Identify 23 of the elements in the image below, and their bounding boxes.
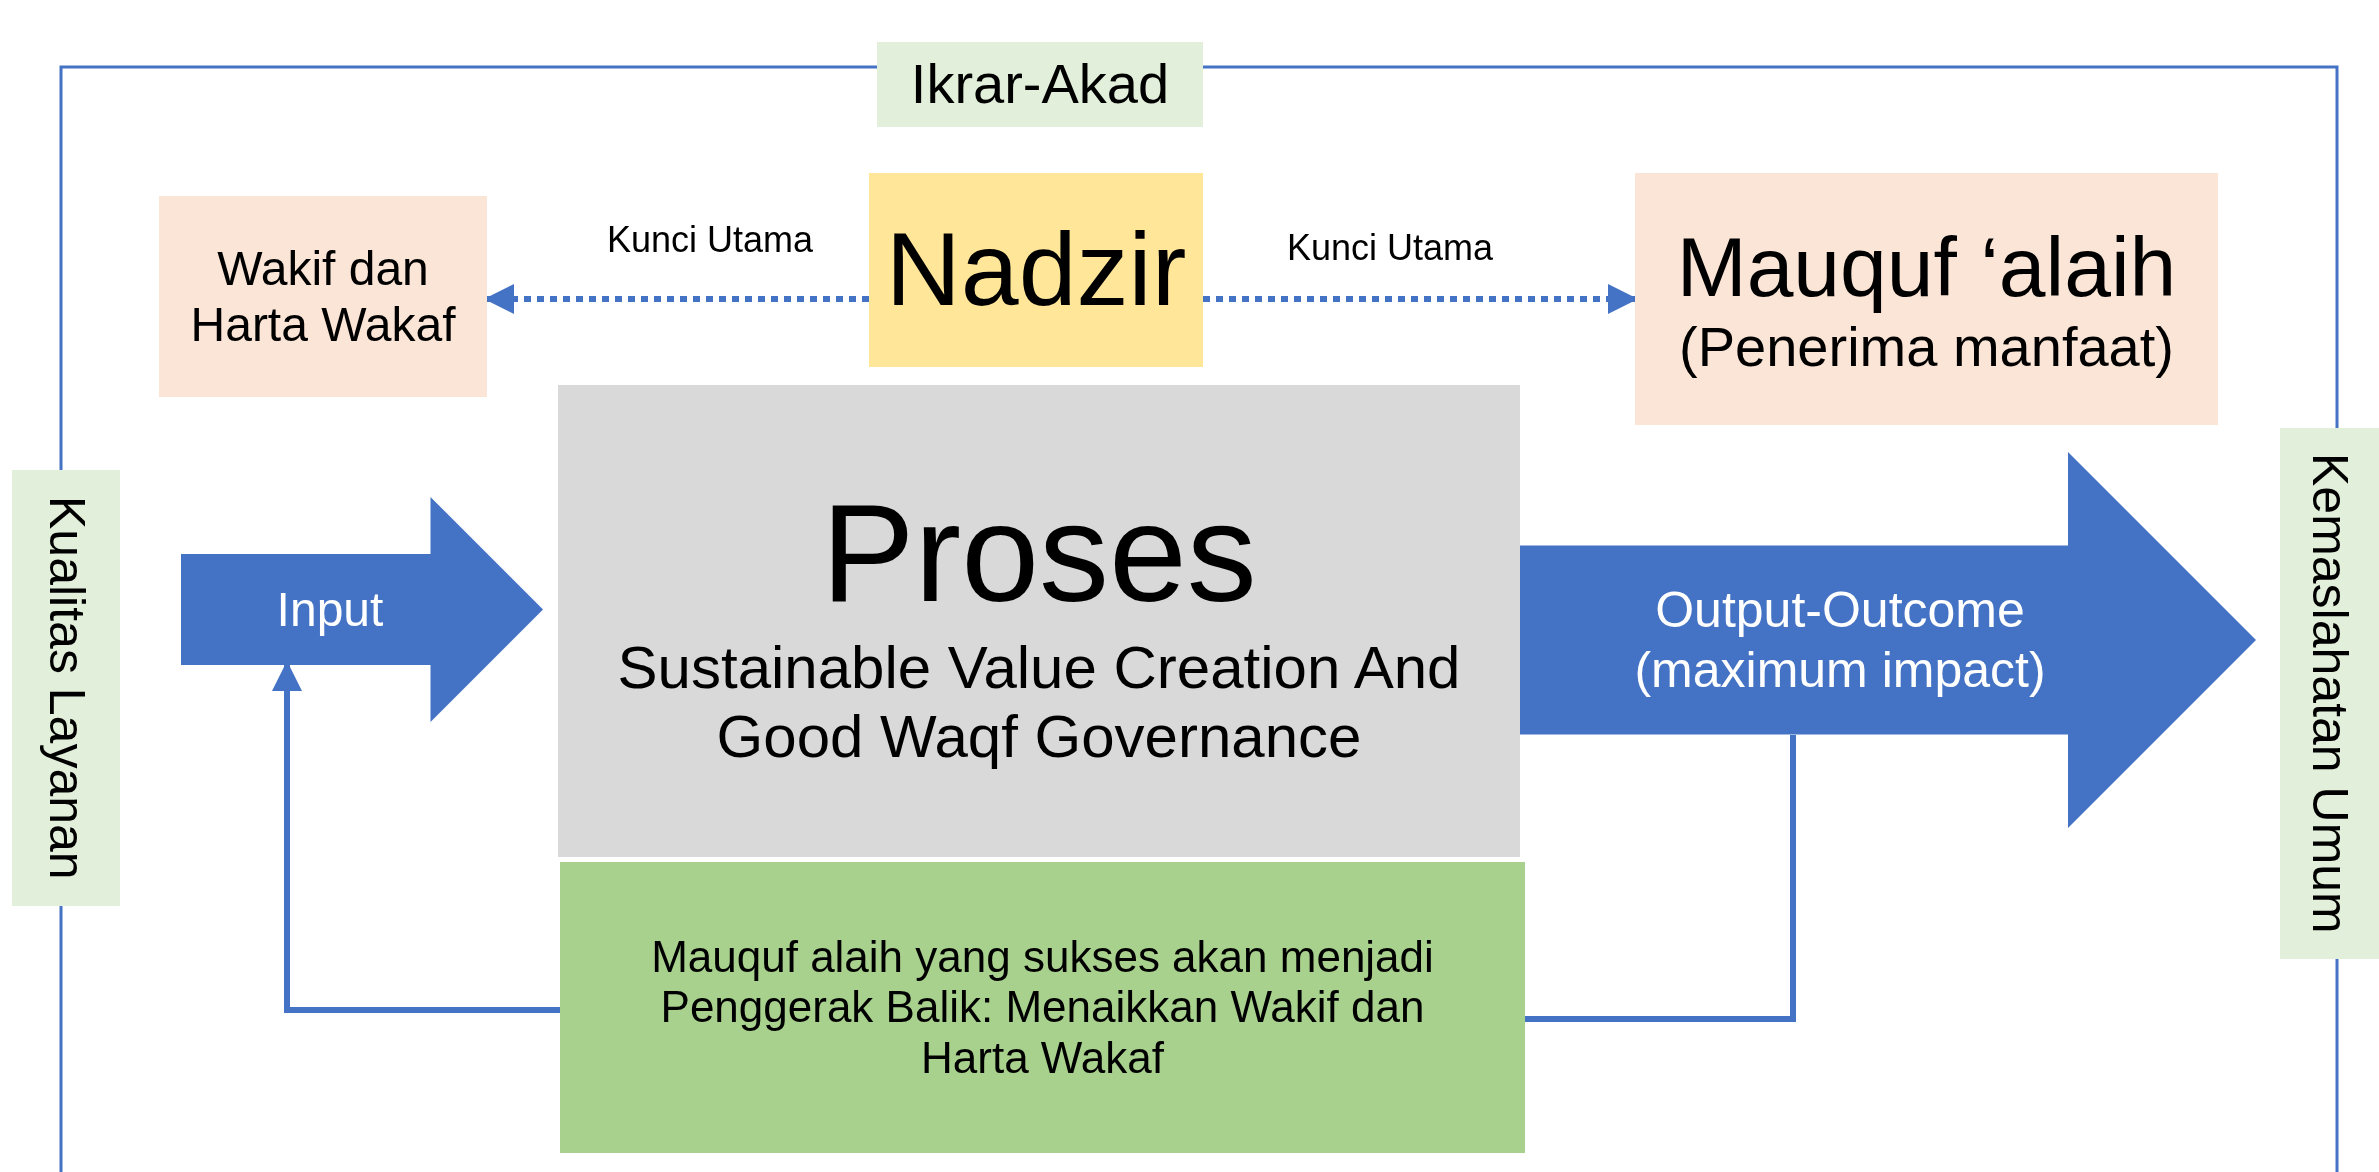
process-box	[558, 385, 1520, 857]
side-label-box	[12, 470, 120, 906]
arrow-label: Input	[276, 581, 384, 638]
connector-line	[1525, 735, 1796, 1022]
node-title: Wakif dan Harta Wakaf	[189, 241, 457, 352]
side-label-box	[2280, 428, 2379, 959]
feedback-box	[560, 862, 1525, 1153]
block-arrow	[181, 497, 543, 722]
node-title: Mauquf alaih yang sukses akan menjadi Penggerak Balik: Menaikkan Wakif dan Harta Wakaf	[650, 931, 1435, 1084]
node-title: Kemaslahatan Umum	[2301, 453, 2359, 934]
label-box	[877, 42, 1203, 127]
node-title: Ikrar-Akad	[910, 52, 1170, 117]
node-title: Proses	[821, 472, 1257, 633]
block-arrow	[1520, 452, 2256, 828]
node-title: Kualitas Layanan	[37, 496, 95, 880]
node-title: Nadzir	[885, 210, 1187, 330]
node-title: Mauquf ‘alaih	[1676, 218, 2177, 316]
node-text: (Penerima manfaat)	[1679, 315, 2174, 380]
arrow-label: Output-Outcome (maximum impact)	[1633, 581, 2047, 700]
entity-box	[1635, 173, 2218, 425]
node-text: Sustainable Value Creation And Good Waqf Governance	[616, 632, 1462, 771]
entity-box	[159, 196, 487, 397]
central-box	[869, 173, 1203, 367]
